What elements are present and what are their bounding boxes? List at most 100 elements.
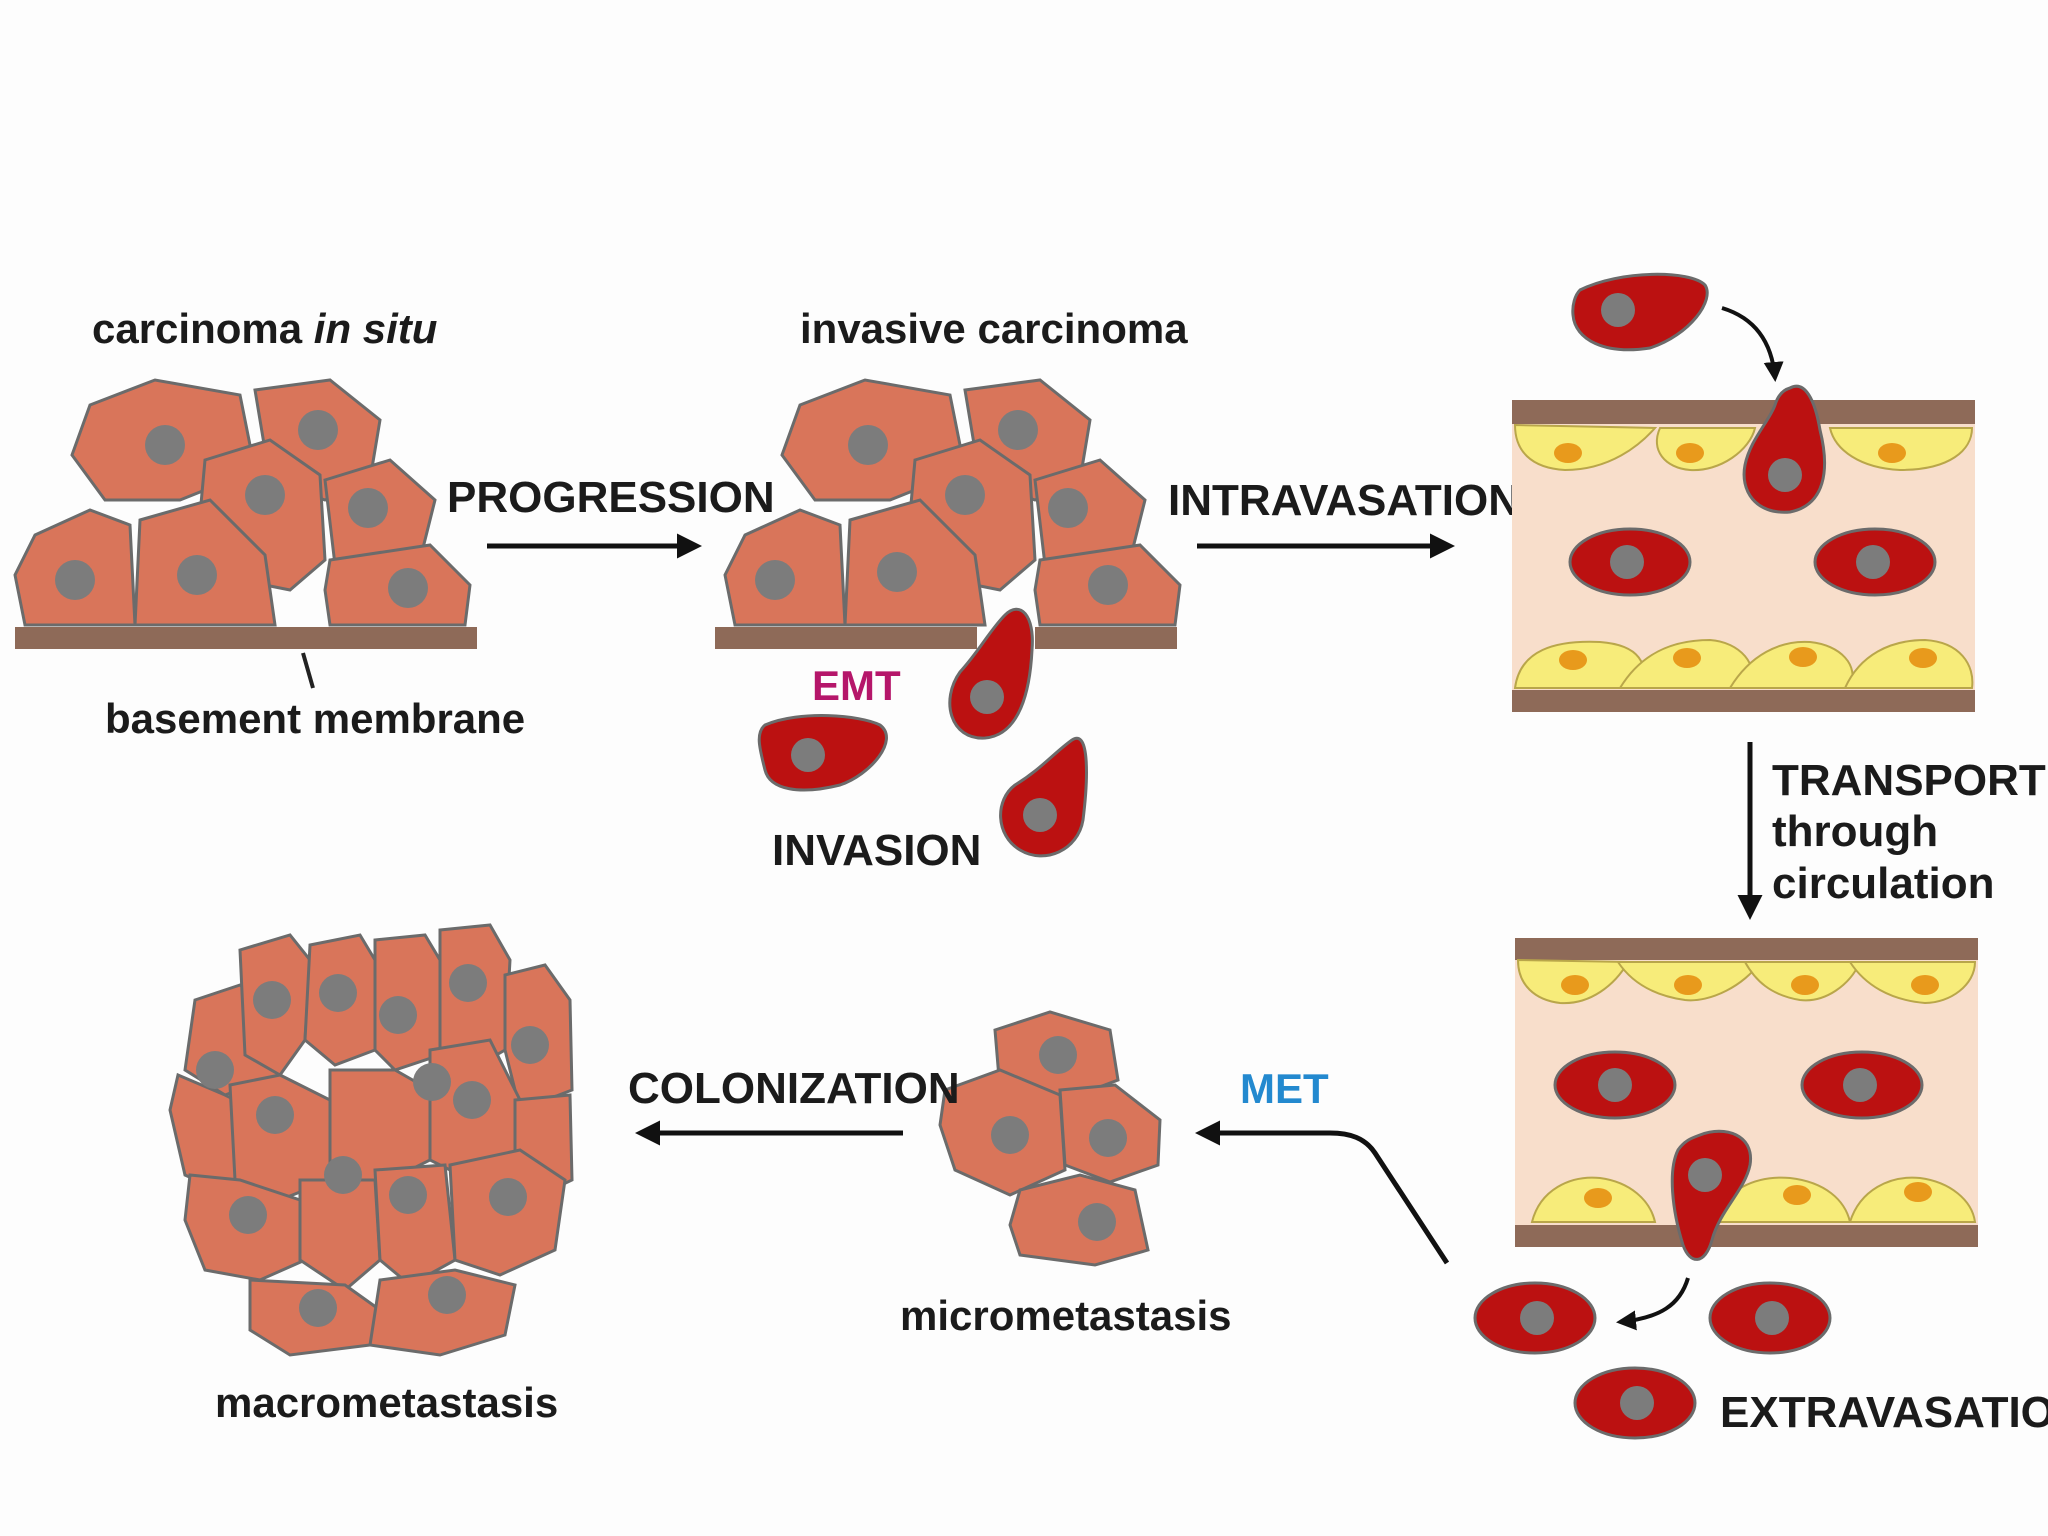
- nucleus: [1755, 1301, 1789, 1335]
- invading-cell: [948, 607, 1034, 740]
- basement-membrane-left: [715, 627, 977, 649]
- vessel-wall-bottom: [1512, 690, 1975, 712]
- nucleus: [428, 1276, 466, 1314]
- transport-label-line1: TRANSPORT: [1772, 756, 2046, 805]
- nucleus: [389, 1176, 427, 1214]
- nucleus: [55, 560, 95, 600]
- nucleus: [1620, 1386, 1654, 1420]
- endothelial-nucleus: [1676, 443, 1704, 463]
- endothelial-nucleus: [1791, 975, 1819, 995]
- carcinoma-in-situ-title: carcinoma in situ: [92, 305, 437, 352]
- nucleus: [253, 981, 291, 1019]
- met-arrow: [1195, 1120, 1450, 1265]
- nucleus: [299, 1289, 337, 1327]
- nucleus: [379, 996, 417, 1034]
- tumor-cell-intravasating: [1742, 384, 1827, 514]
- progression-label: PROGRESSION: [447, 473, 775, 522]
- nucleus: [256, 1096, 294, 1134]
- nucleus: [1856, 545, 1890, 579]
- carcinoma-in-situ-cluster: carcinoma in situ basement membrane: [13, 305, 525, 742]
- endothelial-nucleus: [1584, 1188, 1612, 1208]
- invasion-label: INVASION: [772, 826, 981, 875]
- nucleus: [453, 1081, 491, 1119]
- nucleus: [324, 1156, 362, 1194]
- tumor-cell-extravasating: [1670, 1129, 1752, 1261]
- nucleus: [791, 738, 825, 772]
- endothelial-nucleus: [1904, 1182, 1932, 1202]
- emt-label: EMT: [812, 662, 901, 709]
- invasive-carcinoma-cluster: invasive carcinoma: [715, 305, 1188, 875]
- transport-label-line3: circulation: [1772, 859, 1995, 908]
- nucleus: [945, 475, 985, 515]
- entry-arrow: [1721, 306, 1784, 382]
- colonization-label: COLONIZATION: [628, 1064, 960, 1113]
- nucleus: [196, 1051, 234, 1089]
- micrometastasis-cluster: micrometastasis: [900, 1010, 1232, 1339]
- invading-cell: [999, 736, 1088, 858]
- nucleus: [848, 425, 888, 465]
- nucleus: [970, 680, 1004, 714]
- nucleus: [998, 410, 1038, 450]
- endothelial-nucleus: [1561, 975, 1589, 995]
- nucleus: [348, 488, 388, 528]
- nucleus: [319, 974, 357, 1012]
- vessel-extravasation: EXTRAVASATION: [1473, 938, 2048, 1440]
- nucleus: [449, 964, 487, 1002]
- endothelial-nucleus: [1909, 648, 1937, 668]
- endothelial-cell: [1513, 423, 1658, 472]
- nucleus: [1610, 545, 1644, 579]
- basement-membrane-right: [1035, 627, 1177, 649]
- nucleus: [755, 560, 795, 600]
- endothelial-cell: [1843, 638, 1974, 689]
- nucleus: [413, 1063, 451, 1101]
- extravasation-label: EXTRAVASATION: [1720, 1388, 2048, 1437]
- nucleus: [1039, 1036, 1077, 1074]
- nucleus: [245, 475, 285, 515]
- nucleus: [229, 1196, 267, 1234]
- endothelial-nucleus: [1911, 975, 1939, 995]
- nucleus: [991, 1116, 1029, 1154]
- basement-membrane-label: basement membrane: [105, 695, 525, 742]
- macrometastasis-cluster: macrometastasis: [168, 923, 574, 1426]
- nucleus: [145, 425, 185, 465]
- endothelial-cell: [1728, 640, 1854, 689]
- endothelial-nucleus: [1789, 647, 1817, 667]
- endothelial-nucleus: [1559, 650, 1587, 670]
- nucleus: [1023, 798, 1057, 832]
- intravasation-label: INTRAVASATION: [1168, 476, 1520, 525]
- transport-label-line2: through: [1772, 807, 1938, 856]
- micrometastasis-label: micrometastasis: [900, 1292, 1232, 1339]
- nucleus: [1688, 1158, 1722, 1192]
- nucleus: [1048, 488, 1088, 528]
- basement-membrane: [15, 627, 477, 649]
- endothelial-nucleus: [1674, 975, 1702, 995]
- tumor-cell-approaching: [1571, 272, 1709, 352]
- nucleus: [1601, 293, 1635, 327]
- nucleus: [1078, 1203, 1116, 1241]
- nucleus: [511, 1026, 549, 1064]
- basement-membrane-pointer: [301, 652, 315, 689]
- nucleus: [388, 568, 428, 608]
- nucleus: [1520, 1301, 1554, 1335]
- endothelial-nucleus: [1783, 1185, 1811, 1205]
- nucleus: [1843, 1068, 1877, 1102]
- exit-arrow: [1616, 1277, 1690, 1331]
- vessel-wall-top: [1515, 938, 1978, 960]
- invasive-carcinoma-title: invasive carcinoma: [800, 305, 1188, 352]
- endothelial-nucleus: [1673, 648, 1701, 668]
- epithelial-cell: [298, 1178, 382, 1292]
- epithelial-cell: [843, 498, 987, 627]
- vessel-intravasation: [1512, 272, 1975, 712]
- nucleus: [1598, 1068, 1632, 1102]
- nucleus: [489, 1178, 527, 1216]
- nucleus: [877, 552, 917, 592]
- nucleus: [1768, 458, 1802, 492]
- nucleus: [177, 555, 217, 595]
- nucleus: [1088, 565, 1128, 605]
- met-label: MET: [1240, 1065, 1329, 1112]
- endothelial-nucleus: [1878, 443, 1906, 463]
- nucleus: [1089, 1119, 1127, 1157]
- vessel-wall-bottom: [1515, 1225, 1978, 1247]
- epithelial-cell: [1033, 458, 1147, 567]
